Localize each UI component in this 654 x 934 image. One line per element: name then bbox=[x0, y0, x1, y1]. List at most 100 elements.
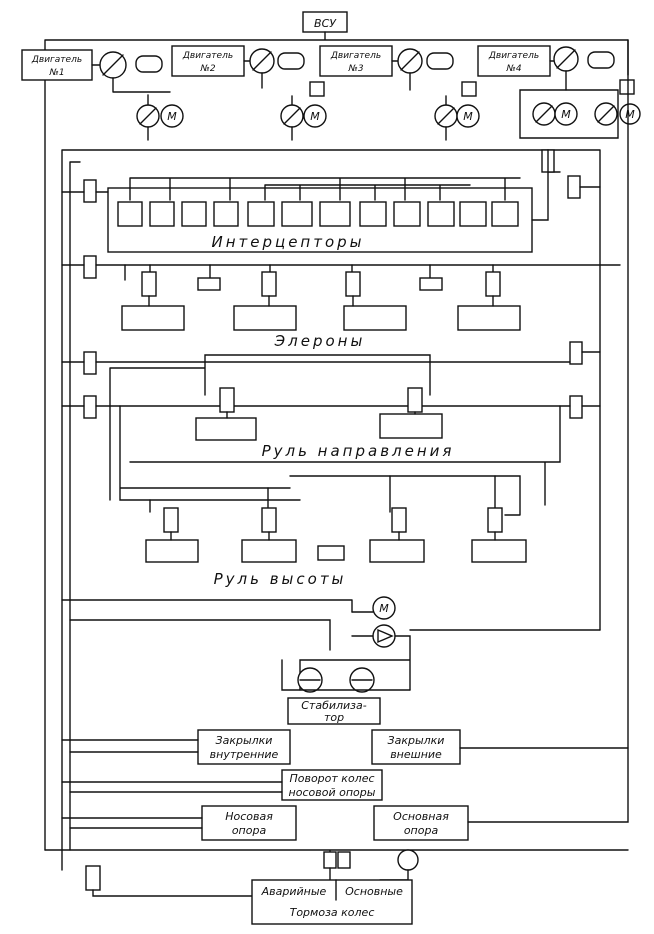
aileron-actuator-3 bbox=[343, 305, 407, 331]
elevator-actuator-links bbox=[170, 531, 496, 541]
motor-pump-4-frame bbox=[519, 89, 619, 139]
stabilizer-pump-arrow bbox=[377, 628, 394, 644]
stabilizer-feed-lines bbox=[61, 599, 601, 651]
spoilers-feed-lines bbox=[61, 149, 621, 266]
aileron-sensor-1-icon bbox=[197, 277, 221, 291]
engine-1-tank bbox=[135, 55, 163, 73]
nose-gear-line2: опора bbox=[232, 824, 267, 837]
brakes-section: Аварийные Основные Тормоза колес bbox=[44, 849, 629, 925]
engine-3-label: Двигатель bbox=[330, 51, 381, 61]
rudder-actuator-1 bbox=[195, 417, 257, 441]
aileron-valve-1-icon bbox=[141, 271, 157, 297]
motor-2-letter: М bbox=[310, 110, 320, 123]
aileron-actuator-1 bbox=[121, 305, 185, 331]
nose-gear-box bbox=[201, 805, 297, 841]
elevator-valve-3-icon bbox=[391, 507, 407, 533]
nose-steering-line2: носовой опоры bbox=[289, 786, 376, 799]
elevator-actuator-3 bbox=[369, 539, 425, 563]
aileron-actuator-2 bbox=[233, 305, 297, 331]
engine-4-pump-arrow bbox=[556, 49, 576, 69]
flaps-outer-line1: Закрылки bbox=[388, 734, 445, 747]
brakes-title: Тормоза колес bbox=[290, 906, 375, 919]
spoilers-manifold bbox=[129, 177, 521, 201]
engine-1-pump-arrow bbox=[102, 54, 124, 76]
engine-1-box bbox=[21, 49, 93, 81]
rudder-label: Руль направления bbox=[262, 442, 455, 460]
motor-pump-5-arrow bbox=[597, 105, 615, 123]
rudder-manifold bbox=[109, 354, 431, 501]
rudder-right-valve-1-icon bbox=[569, 341, 583, 365]
valve-icon bbox=[461, 81, 477, 97]
elevator-actuator-2 bbox=[241, 539, 297, 563]
brakes-box bbox=[251, 879, 413, 925]
spoiler-actuator-4 bbox=[213, 201, 239, 227]
motor-pump-3: М bbox=[434, 81, 480, 141]
flaps-outer-box bbox=[371, 729, 461, 765]
stabilizer-label-line2: тор bbox=[324, 711, 344, 724]
motor-4-icon bbox=[554, 102, 578, 126]
engine-1-group: Двигатель №1 bbox=[21, 49, 163, 81]
elevator-valve-1-icon bbox=[163, 507, 179, 533]
spoiler-actuator-9 bbox=[393, 201, 421, 227]
flaps-feed-lines bbox=[61, 739, 629, 753]
nose-steering-line1: Поворот колес bbox=[289, 772, 374, 785]
ailerons-branch-lines bbox=[124, 264, 494, 281]
spoiler-actuator-5 bbox=[247, 201, 275, 227]
rudder-valve-1-icon bbox=[219, 387, 235, 413]
flaps-section: Закрылки внутренние Закрылки внешние bbox=[61, 729, 629, 765]
stabilizer-box bbox=[287, 697, 381, 725]
spoiler-actuator-12 bbox=[491, 201, 519, 227]
engine-4-box bbox=[477, 45, 551, 77]
spoiler-actuator-8 bbox=[359, 201, 387, 227]
engine-4-label: Двигатель bbox=[488, 51, 539, 61]
rudder-valve-2-icon bbox=[407, 387, 423, 413]
elevator-branch-lines bbox=[149, 475, 496, 513]
stabilizer-drive-lines bbox=[299, 611, 411, 691]
engine-3-box bbox=[319, 45, 393, 77]
gear-feed-lines bbox=[61, 39, 629, 829]
rudder-right-valve-2-icon bbox=[569, 395, 583, 419]
motor-1-icon bbox=[160, 104, 184, 128]
spoiler-actuator-11 bbox=[459, 201, 487, 227]
aileron-actuator-4 bbox=[457, 305, 521, 331]
valve-icon bbox=[619, 79, 635, 95]
spoilers-label: Интерцепторы bbox=[211, 233, 364, 251]
nose-steering-feed-lines bbox=[61, 781, 283, 793]
stabilizer-motor-links bbox=[281, 659, 411, 691]
spoiler-actuator-10 bbox=[427, 201, 455, 227]
motor-pump-3-arrow bbox=[437, 107, 455, 125]
elevator-actuator-1 bbox=[145, 539, 199, 563]
spoiler-actuator-7 bbox=[319, 201, 351, 227]
motor-4-letter: М bbox=[561, 108, 571, 121]
pump-outlet-lines bbox=[112, 70, 567, 93]
motor-pump-1-arrow bbox=[139, 107, 157, 125]
elevator-actuator-4 bbox=[471, 539, 527, 563]
brakes-main-label: Основные bbox=[345, 885, 403, 898]
rudder-actuator-2 bbox=[379, 413, 443, 439]
motor-pump-4-arrow bbox=[535, 105, 553, 123]
stabilizer-motor-icon bbox=[372, 596, 396, 620]
stabilizer-label-line1: Стабилиза- bbox=[301, 699, 367, 712]
main-pressure-lines bbox=[61, 149, 601, 851]
rudder-left-valve-1-icon bbox=[83, 351, 97, 375]
engine-3-pump-arrow bbox=[400, 51, 420, 71]
aileron-valve-2-icon bbox=[261, 271, 277, 297]
flaps-outer-line2: внешние bbox=[390, 748, 442, 761]
spoilers-shutoff-valve-icon bbox=[83, 179, 97, 203]
rudder-feed-lines bbox=[61, 351, 601, 407]
spoiler-actuator-6 bbox=[281, 201, 313, 227]
engine-2-label: Двигатель bbox=[182, 51, 233, 61]
elevator-valve-4-icon bbox=[487, 507, 503, 533]
elevator-manifold bbox=[119, 405, 561, 516]
engine-4-tank bbox=[587, 51, 615, 69]
flaps-inner-line2: внутренние bbox=[210, 748, 279, 761]
elevator-label: Руль высоты bbox=[214, 570, 347, 588]
motor-1-letter: М bbox=[167, 110, 177, 123]
nose-steering-box bbox=[281, 769, 383, 801]
engine-4-group: Двигатель №4 bbox=[477, 45, 615, 77]
aileron-valve-3-icon bbox=[345, 271, 361, 297]
motor-pump-1: М bbox=[136, 94, 184, 141]
spoiler-actuator-2 bbox=[149, 201, 175, 227]
rudder-section: Руль направления bbox=[61, 341, 601, 501]
